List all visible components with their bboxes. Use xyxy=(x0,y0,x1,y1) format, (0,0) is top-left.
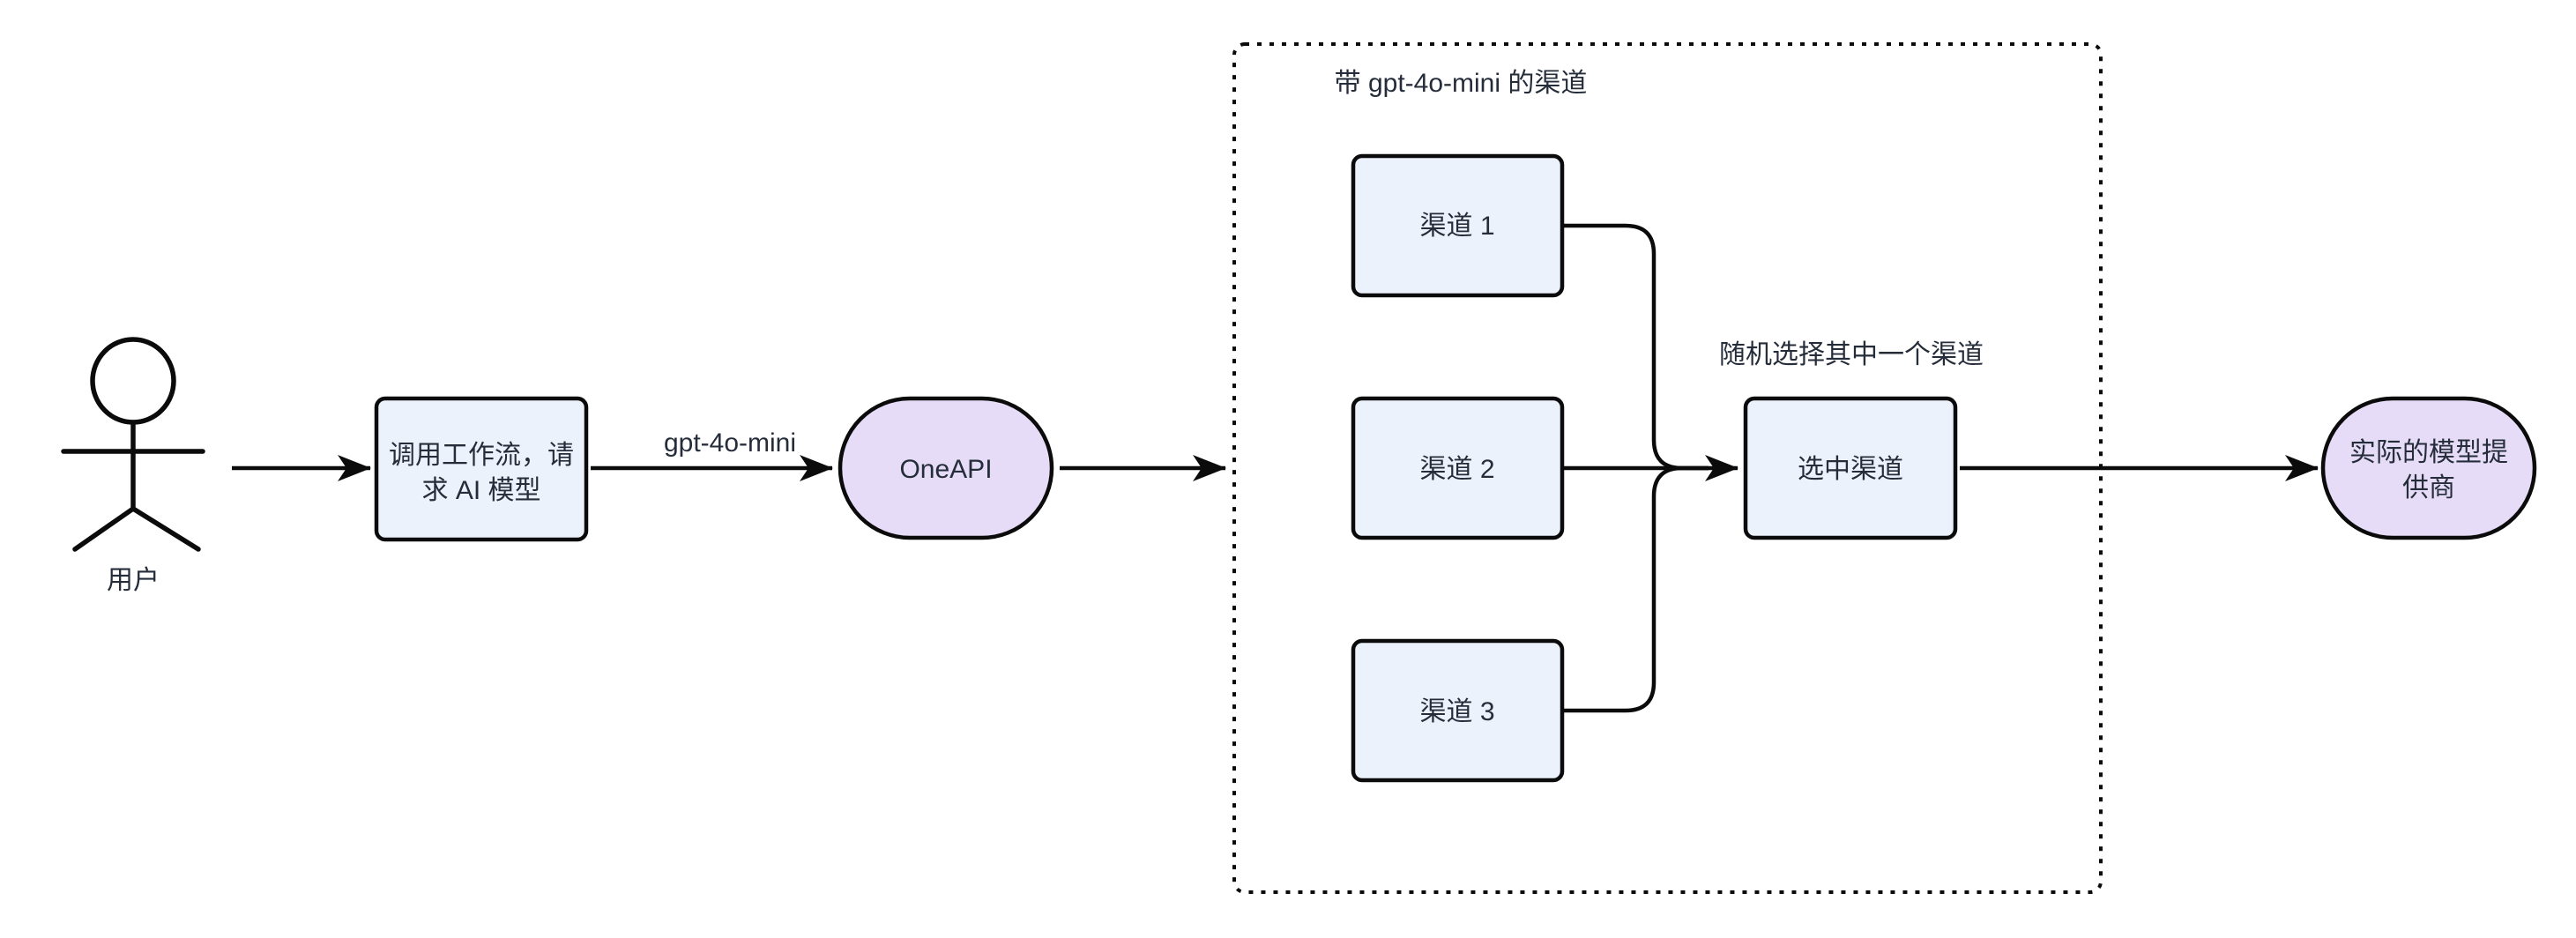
node-oneapi-label: OneAPI xyxy=(899,455,992,484)
node-channel3-label: 渠道 3 xyxy=(1419,697,1494,726)
node-provider-stadium xyxy=(2320,396,2537,540)
node-selected-box xyxy=(1743,396,1958,540)
edge-channel3-merge xyxy=(1562,465,1709,713)
node-provider-label-line2: 供商 xyxy=(2402,473,2455,502)
node-oneapi-stadium xyxy=(838,396,1054,540)
actor-label: 用户 xyxy=(107,566,160,595)
node-channel1-label: 渠道 1 xyxy=(1419,212,1494,241)
node-workflow-box xyxy=(374,396,589,542)
actor-head xyxy=(90,337,176,425)
user-actor-icon xyxy=(61,337,205,552)
edge-model-label: gpt-4o-mini xyxy=(664,428,796,458)
node-provider-label-line1: 实际的模型提 xyxy=(2349,438,2508,467)
node-selected-label: 选中渠道 xyxy=(1798,455,1903,484)
subgraph-channels-label: 带 gpt-4o-mini 的渠道 xyxy=(1335,69,1588,98)
actor-right-leg xyxy=(130,506,201,552)
node-workflow-label-line1: 调用工作流，请 xyxy=(389,441,574,470)
node-workflow-label-line2: 求 AI 模型 xyxy=(421,476,540,505)
edge-channel1-merge xyxy=(1562,223,1709,471)
actor-left-leg xyxy=(72,506,136,552)
node-channel2-label: 渠道 2 xyxy=(1419,455,1494,484)
random-choice-label: 随机选择其中一个渠道 xyxy=(1719,340,1984,369)
